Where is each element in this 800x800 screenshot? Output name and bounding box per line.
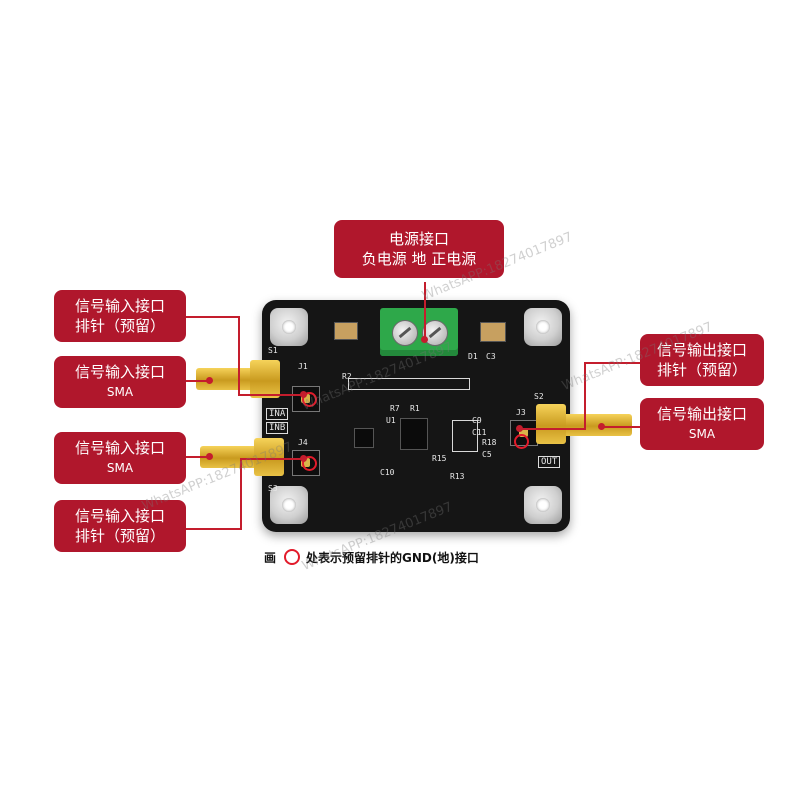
- silk-r2: R2: [342, 372, 352, 381]
- label-title: 信号输入接口: [74, 297, 165, 315]
- silk-ina: INA: [266, 408, 289, 420]
- caption-ring-icon: [284, 549, 301, 565]
- leader-line: [240, 458, 242, 530]
- mounting-hole-bottom-left: [270, 486, 308, 524]
- capacitor: [334, 322, 358, 340]
- label-title: 电源接口: [388, 230, 449, 248]
- leader-line: [186, 380, 210, 382]
- leader-line: [600, 426, 640, 428]
- pcb-board: S1 S2 S3 J1 J3 J4 INA INB OUT R2 R1 R7 R…: [262, 300, 570, 532]
- sma-connector-input-b: [200, 446, 270, 468]
- gnd-caption: 画 处表示预留排针的GND(地)接口: [264, 546, 564, 568]
- silk-j4: J4: [298, 438, 308, 447]
- leader-line: [238, 394, 304, 396]
- terminal-screw: [392, 320, 418, 346]
- silk-d1: D1: [468, 352, 478, 361]
- silk-outline: [452, 420, 478, 452]
- silk-c9: C9: [472, 416, 482, 425]
- silk-r1: R1: [410, 404, 420, 413]
- silk-j3: J3: [516, 408, 526, 417]
- mounting-hole-top-left: [270, 308, 308, 346]
- caption-text: 处表示预留排针的GND(地)接口: [306, 550, 479, 565]
- leader-dot: [300, 391, 307, 398]
- leader-dot: [300, 455, 307, 462]
- label-title: 信号输出接口: [656, 405, 747, 423]
- sma-flange: [254, 438, 284, 476]
- silk-r18: R18: [482, 438, 497, 447]
- label-subtitle: SMA: [106, 461, 134, 475]
- leader-line: [240, 458, 304, 460]
- silk-s3: S3: [268, 484, 278, 493]
- label-output-sma: 信号输出接口 SMA: [640, 398, 764, 450]
- silk-u1: U1: [386, 416, 396, 425]
- mounting-hole-top-right: [524, 308, 562, 346]
- leader-dot: [206, 377, 213, 384]
- sma-connector-output: [556, 414, 632, 436]
- mounting-hole-bottom-right: [524, 486, 562, 524]
- silk-out: OUT: [538, 456, 561, 468]
- silk-inb: INB: [266, 422, 289, 434]
- capacitor: [480, 322, 506, 342]
- silk-r13: R13: [450, 472, 465, 481]
- leader-line: [238, 316, 240, 396]
- label-title: 信号输入接口: [74, 363, 165, 381]
- label-subtitle: SMA: [106, 385, 134, 399]
- sma-flange: [250, 360, 280, 398]
- label-subtitle: 负电源 地 正电源: [361, 250, 477, 268]
- leader-line: [424, 282, 426, 340]
- silk-r15: R15: [432, 454, 447, 463]
- leader-line: [520, 428, 586, 430]
- label-title: 信号输入接口: [74, 439, 165, 457]
- leader-dot: [206, 453, 213, 460]
- label-input-header-bottom: 信号输入接口 排针（预留）: [54, 500, 186, 552]
- silk-s1: S1: [268, 346, 278, 355]
- amplifier-ic: [400, 418, 428, 450]
- label-output-header: 信号输出接口 排针（预留）: [640, 334, 764, 386]
- gnd-marker: [514, 434, 529, 449]
- leader-line: [186, 316, 240, 318]
- label-power-interface: 电源接口 负电源 地 正电源: [334, 220, 504, 278]
- silk-j1: J1: [298, 362, 308, 371]
- label-subtitle: 排针（预留）: [656, 361, 747, 379]
- label-title: 信号输入接口: [74, 507, 165, 525]
- label-subtitle: 排针（预留）: [74, 527, 165, 545]
- leader-dot: [516, 425, 523, 432]
- label-subtitle: SMA: [688, 427, 716, 441]
- label-input-sma-top: 信号输入接口 SMA: [54, 356, 186, 408]
- leader-line: [584, 362, 586, 428]
- silk-r7: R7: [390, 404, 400, 413]
- power-terminal-block: [380, 308, 458, 356]
- sma-connector-input-a: [196, 368, 266, 390]
- sma-flange: [536, 404, 566, 444]
- leader-line: [584, 362, 640, 364]
- silk-s2: S2: [534, 392, 544, 401]
- label-title: 信号输出接口: [656, 341, 747, 359]
- silk-c10: C10: [380, 468, 395, 477]
- caption-prefix: 画: [264, 550, 277, 565]
- label-input-header-top: 信号输入接口 排针（预留）: [54, 290, 186, 342]
- gnd-marker: [302, 392, 317, 407]
- leader-line: [186, 528, 242, 530]
- leader-line: [186, 456, 210, 458]
- component: [354, 428, 374, 448]
- leader-dot: [598, 423, 605, 430]
- leader-dot: [421, 336, 428, 343]
- silk-c5: C5: [482, 450, 492, 459]
- silk-c3: C3: [486, 352, 496, 361]
- gnd-marker: [302, 456, 317, 471]
- silk-c11: C11: [472, 428, 487, 437]
- label-input-sma-bottom: 信号输入接口 SMA: [54, 432, 186, 484]
- silk-outline: [348, 378, 470, 390]
- label-subtitle: 排针（预留）: [74, 317, 165, 335]
